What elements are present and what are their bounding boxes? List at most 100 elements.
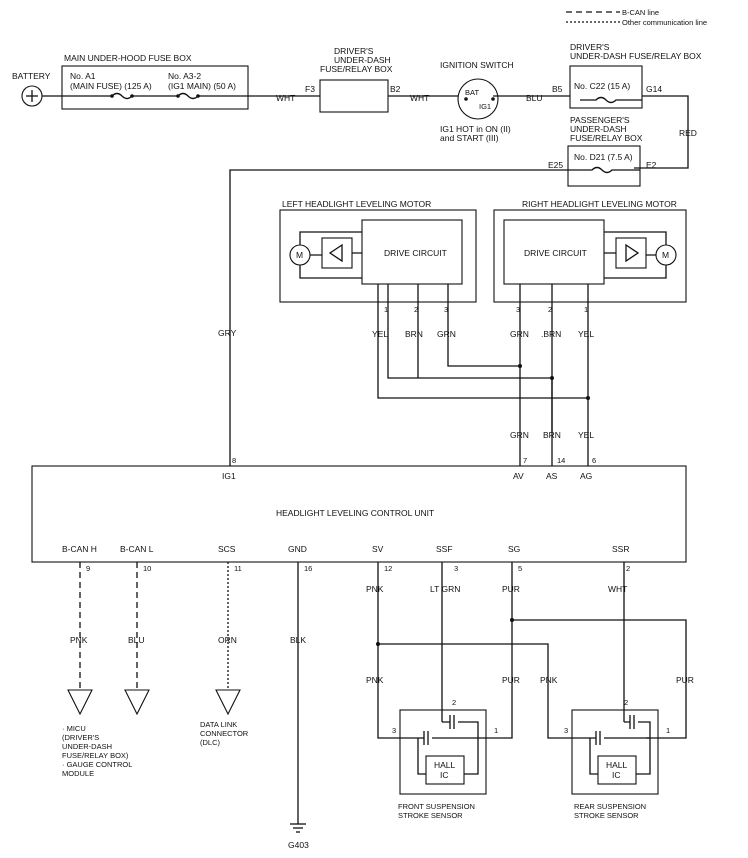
svg-text:SSR: SSR — [612, 544, 629, 554]
left-drive-circuit: DRIVE CIRCUIT — [384, 248, 447, 258]
svg-text:FUSE/RELAY BOX): FUSE/RELAY BOX) — [62, 751, 129, 760]
svg-text:1: 1 — [494, 726, 498, 735]
svg-text:REAR SUSPENSION: REAR SUSPENSION — [574, 802, 646, 811]
svg-text:YEL: YEL — [578, 430, 594, 440]
svg-text:16: 16 — [304, 564, 312, 573]
svg-text:PUR: PUR — [502, 584, 520, 594]
svg-text:HALL: HALL — [606, 760, 628, 770]
svg-text:BRN: BRN — [405, 329, 423, 339]
svg-text:IG1: IG1 — [222, 471, 236, 481]
svg-text:3: 3 — [454, 564, 458, 573]
svg-text:PNK: PNK — [70, 635, 88, 645]
driver-fuse-box-left: DRIVER'S UNDER-DASH FUSE/RELAY BOX F3 B2… — [305, 46, 458, 113]
svg-text:PNK: PNK — [366, 675, 384, 685]
main-fuse-box-title: MAIN UNDER-HOOD FUSE BOX — [64, 53, 192, 63]
svg-text:PUR: PUR — [502, 675, 520, 685]
svg-text:(DLC): (DLC) — [200, 738, 221, 747]
sensor-wiring: 12 3 5 2 PNK LT GRN PUR WHT PNK PUR PNK … — [366, 562, 694, 739]
svg-text:HALL: HALL — [434, 760, 456, 770]
svg-text:11: 11 — [234, 564, 242, 573]
wire-blu: BLU — [526, 93, 543, 103]
control-unit-title: HEADLIGHT LEVELING CONTROL UNIT — [276, 508, 434, 518]
battery-label: BATTERY — [12, 71, 51, 81]
svg-text:3: 3 — [444, 305, 448, 314]
svg-text:PNK: PNK — [540, 675, 558, 685]
pin-e2: E2 — [646, 160, 657, 170]
svg-text:8: 8 — [232, 456, 236, 465]
svg-text:B-CAN L: B-CAN L — [120, 544, 154, 554]
fuse-a3-rating: (IG1 MAIN) (50 A) — [168, 81, 236, 91]
svg-text:IC: IC — [440, 770, 449, 780]
fuse-a1-label: No. A1 — [70, 71, 96, 81]
svg-text:M: M — [662, 250, 669, 260]
ignition-switch-icon — [457, 78, 499, 120]
fuse-a3-label: No. A3-2 — [168, 71, 201, 81]
svg-text:STROKE SENSOR: STROKE SENSOR — [398, 811, 463, 820]
passenger-fuse-box: PASSENGER'S UNDER-DASH FUSE/RELAY BOX No… — [218, 115, 657, 466]
svg-text:B-CAN H: B-CAN H — [62, 544, 97, 554]
svg-text:BLU: BLU — [128, 635, 145, 645]
svg-text:GRN: GRN — [510, 430, 529, 440]
svg-text:SCS: SCS — [218, 544, 236, 554]
bcan-l-line: 10 BLU — [124, 562, 151, 716]
svg-text:2: 2 — [414, 305, 418, 314]
fuse-d21-label: No. D21 (7.5 A) — [574, 152, 633, 162]
svg-text:LT GRN: LT GRN — [430, 584, 460, 594]
gauge-connector-icon — [124, 689, 150, 716]
fuse-c22-label: No. C22 (15 A) — [574, 81, 630, 91]
svg-text:7: 7 — [523, 456, 527, 465]
svg-text:12: 12 — [384, 564, 392, 573]
svg-text:UNDER-DASH: UNDER-DASH — [570, 124, 627, 134]
pin-g14: G14 — [646, 84, 662, 94]
wire-red: RED — [679, 128, 697, 138]
scs-line: 11 ORN DATA LINK CONNECTOR (DLC) — [200, 562, 249, 747]
ignition-switch-title: IGNITION SWITCH — [440, 60, 514, 70]
svg-text:UNDER-DASH: UNDER-DASH — [62, 742, 112, 751]
svg-text:DATA LINK: DATA LINK — [200, 720, 237, 729]
right-drive-circuit: DRIVE CIRCUIT — [524, 248, 587, 258]
svg-text:SSF: SSF — [436, 544, 453, 554]
rear-stroke-sensor: 3 2 1 HALL IC REAR SUSPENSION STROKE SEN… — [564, 698, 670, 820]
micu-connector-icon — [67, 689, 93, 716]
svg-text:· GAUGE CONTROL: · GAUGE CONTROL — [62, 760, 132, 769]
gnd-line: 16 BLK G403 — [288, 562, 312, 850]
svg-text:IC: IC — [612, 770, 621, 780]
pin-b5: B5 — [552, 84, 563, 94]
svg-text:SV: SV — [372, 544, 384, 554]
svg-text:UNDER-DASH: UNDER-DASH — [334, 55, 391, 65]
svg-text:ORN: ORN — [218, 635, 237, 645]
svg-text:2: 2 — [548, 305, 552, 314]
left-motor-driver-icon — [328, 243, 343, 263]
svg-text:3: 3 — [392, 726, 396, 735]
svg-text:PUR: PUR — [676, 675, 694, 685]
battery: BATTERY — [12, 71, 51, 107]
svg-text:· MICU: · MICU — [62, 724, 86, 733]
svg-text:PNK: PNK — [366, 584, 384, 594]
svg-text:(DRIVER'S: (DRIVER'S — [62, 733, 99, 742]
svg-text:3: 3 — [516, 305, 520, 314]
svg-text:2: 2 — [452, 698, 456, 707]
svg-text:5: 5 — [518, 564, 522, 573]
svg-text:IG1 HOT in ON (II): IG1 HOT in ON (II) — [440, 124, 511, 134]
wire-wht-2: WHT — [410, 93, 429, 103]
svg-text:DRIVER'S: DRIVER'S — [334, 46, 374, 56]
svg-text:AG: AG — [580, 471, 592, 481]
dlc-connector-icon — [215, 689, 241, 716]
legend-other-label: Other communication line — [622, 18, 707, 27]
micu-note: · MICU (DRIVER'S UNDER-DASH FUSE/RELAY B… — [62, 724, 132, 778]
right-leveling-motor: RIGHT HEADLIGHT LEVELING MOTOR DRIVE CIR… — [377, 199, 687, 466]
legend-bcan-label: B-CAN line — [622, 8, 659, 17]
ignition-switch: IGNITION SWITCH BAT IG1 BLU IG1 HOT in O… — [440, 60, 570, 143]
front-stroke-sensor: 3 2 1 HALL IC FRONT SUSPENSION STROKE SE… — [392, 698, 498, 820]
rear-hall-ic-icon — [597, 755, 637, 785]
svg-text:BRN: BRN — [543, 430, 561, 440]
pin-f3: F3 — [305, 84, 315, 94]
svg-text:SG: SG — [508, 544, 520, 554]
right-motor-title: RIGHT HEADLIGHT LEVELING MOTOR — [522, 199, 677, 209]
svg-text:.BRN: .BRN — [541, 329, 561, 339]
svg-text:1: 1 — [384, 305, 388, 314]
svg-text:YEL: YEL — [372, 329, 388, 339]
svg-text:YEL: YEL — [578, 329, 594, 339]
svg-text:BAT: BAT — [465, 88, 479, 97]
